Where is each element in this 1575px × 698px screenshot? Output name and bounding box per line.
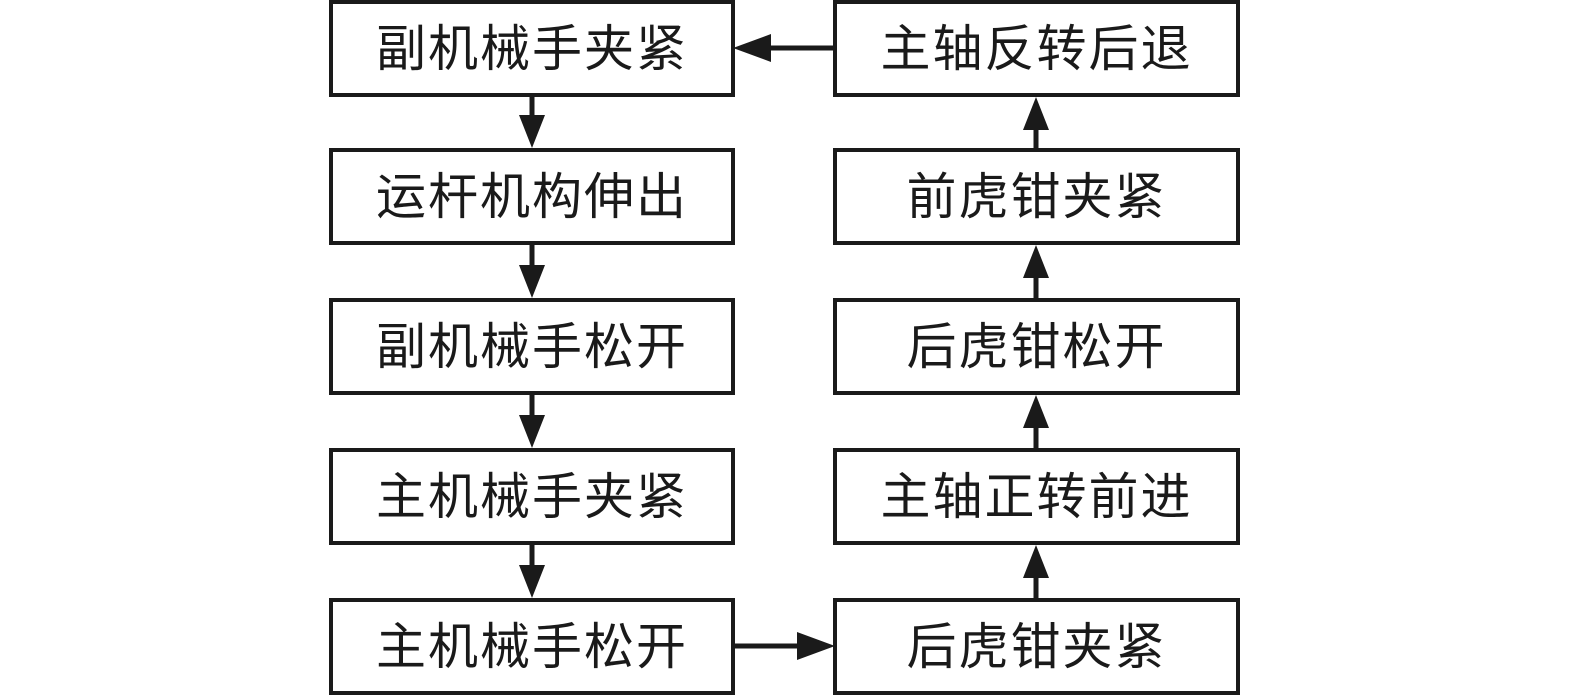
flow-node-L5[interactable]: 主机械手松开 <box>329 598 735 695</box>
flow-node-R4[interactable]: 主轴正转前进 <box>833 448 1240 545</box>
flow-node-L2[interactable]: 运杆机构伸出 <box>329 148 735 245</box>
flow-arrow-up-R5-R4 <box>1011 545 1061 598</box>
flow-arrow-down-L3-L4 <box>507 395 557 448</box>
flow-node-label: 主机械手夹紧 <box>376 468 688 525</box>
flow-arrow-right-L5-R5 <box>733 622 835 670</box>
flow-node-R3[interactable]: 后虎钳松开 <box>833 298 1240 395</box>
flow-node-label: 主机械手松开 <box>376 618 688 675</box>
flow-arrow-down-L2-L3 <box>507 245 557 298</box>
flow-arrow-left-R1-L1 <box>733 24 835 72</box>
flow-node-R5[interactable]: 后虎钳夹紧 <box>833 598 1240 695</box>
flow-node-label: 前虎钳夹紧 <box>906 168 1167 225</box>
flow-node-label: 副机械手夹紧 <box>376 20 688 77</box>
flow-node-label: 后虎钳松开 <box>906 318 1167 375</box>
flow-arrow-up-R2-R1 <box>1011 97 1061 148</box>
flow-node-L4[interactable]: 主机械手夹紧 <box>329 448 735 545</box>
flow-node-label: 后虎钳夹紧 <box>906 618 1167 675</box>
flow-node-L3[interactable]: 副机械手松开 <box>329 298 735 395</box>
flow-arrow-up-R4-R3 <box>1011 395 1061 448</box>
flow-node-label: 主轴正转前进 <box>880 468 1193 525</box>
flow-node-R2[interactable]: 前虎钳夹紧 <box>833 148 1240 245</box>
flow-node-label: 副机械手松开 <box>376 318 688 375</box>
flow-arrow-up-R3-R2 <box>1011 245 1061 298</box>
flow-node-label: 运杆机构伸出 <box>376 168 688 225</box>
flow-node-L1[interactable]: 副机械手夹紧 <box>329 0 735 97</box>
flow-arrow-down-L1-L2 <box>507 97 557 148</box>
flow-node-R1[interactable]: 主轴反转后退 <box>833 0 1240 97</box>
flow-arrow-down-L4-L5 <box>507 545 557 598</box>
flow-node-label: 主轴反转后退 <box>880 20 1193 77</box>
